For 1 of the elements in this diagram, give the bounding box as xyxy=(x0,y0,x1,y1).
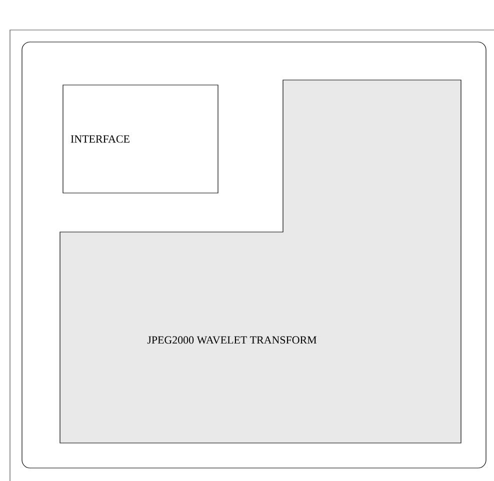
interface-block: INTERFACE xyxy=(62,84,218,194)
